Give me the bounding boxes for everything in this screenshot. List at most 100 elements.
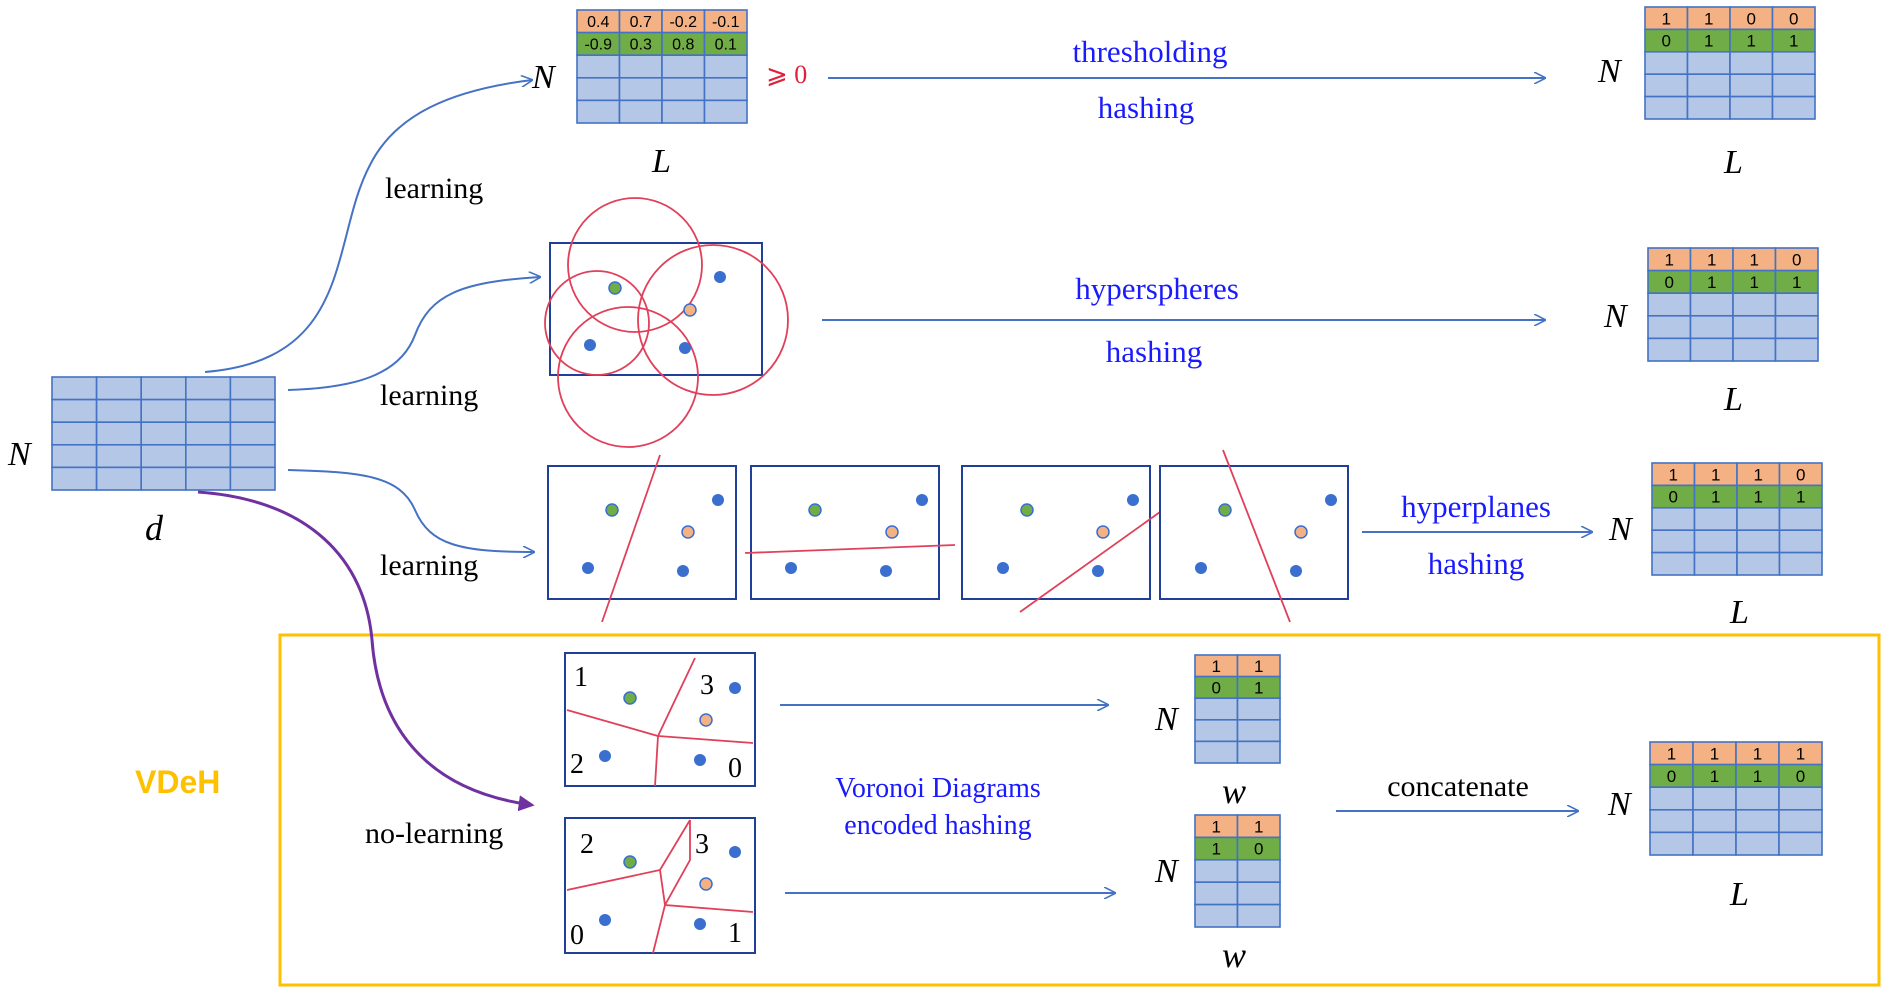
matrix-cell	[1651, 506, 1696, 531]
matrix-cell	[1236, 881, 1281, 906]
matrix-cell	[1689, 292, 1734, 317]
matrix-cell	[1778, 506, 1823, 531]
data-point-blue	[694, 918, 706, 930]
matrix-cell-value: 1	[1212, 817, 1221, 836]
matrix-cell	[1647, 292, 1692, 317]
data-point-orange	[1294, 525, 1308, 539]
region-label: 2	[570, 749, 584, 780]
matrix-cell-value: 1	[1710, 744, 1719, 763]
matrix-cell	[1644, 95, 1689, 120]
matrix-cell	[229, 443, 276, 469]
matrix-cell	[1732, 292, 1777, 317]
matrix-cell	[1771, 73, 1816, 98]
matrix-cell-value: 0	[1212, 679, 1221, 698]
matrix-cell	[1735, 786, 1780, 811]
learning-label-hyperspheres: learning	[380, 379, 478, 412]
matrix-cell-value: 0	[1796, 767, 1805, 786]
matrix-cell	[1236, 718, 1281, 743]
matrix-cell	[1729, 95, 1774, 120]
matrix-cell-value: 1	[1750, 250, 1759, 269]
matrix-cell-value: 1	[1254, 679, 1263, 698]
matrix-cell	[1774, 292, 1819, 317]
hyperplane-panel-1	[547, 454, 737, 623]
matrix-cell	[1774, 337, 1819, 362]
matrix-cell-value: 1	[1704, 9, 1713, 28]
matrix-cell	[1735, 831, 1780, 856]
thresholding-hashing-label: hashing	[1098, 90, 1194, 125]
real-matrix-n-label: N	[531, 59, 557, 96]
data-point-blue	[1092, 565, 1104, 577]
matrix-cell	[51, 443, 98, 469]
data-point-blue	[997, 562, 1009, 574]
matrix-cell	[1644, 50, 1689, 75]
hyperplane-panel-2	[744, 465, 956, 600]
matrix-cell	[51, 398, 98, 424]
learning-arrow-thresholding	[204, 80, 532, 373]
matrix-cell-value: 1	[1711, 465, 1720, 484]
data-point-blue	[582, 562, 594, 574]
matrix-cell	[140, 421, 187, 446]
matrix-cell-value: 0	[1254, 840, 1263, 859]
vdeh-box	[278, 633, 1881, 987]
matrix-cell	[703, 54, 748, 79]
matrix-cell	[1771, 50, 1816, 75]
matrix-cell	[95, 376, 142, 401]
input-d-label: d	[145, 508, 164, 548]
matrix-cell	[1732, 337, 1777, 362]
region-label: 1	[728, 918, 742, 949]
matrix-cell	[1649, 786, 1694, 811]
matrix-cell	[1778, 529, 1823, 554]
matrix-cell	[661, 77, 706, 102]
data-point-blue	[916, 494, 928, 506]
w-matrix-2-w-label: w	[1222, 935, 1246, 975]
data-point-green	[623, 691, 637, 705]
matrix-cell-value: 1	[1662, 9, 1671, 28]
matrix-cell-value: 1	[1796, 744, 1805, 763]
matrix-cell-value: 0	[1669, 488, 1678, 507]
matrix-cell-value: 0.7	[630, 14, 652, 31]
hyperplanes-method-label: hyperplanes	[1401, 489, 1551, 524]
matrix-cell	[229, 421, 276, 446]
data-point-blue	[729, 846, 741, 858]
matrix-cell-value: 0.8	[672, 37, 694, 54]
matrix-cell	[1194, 718, 1239, 743]
matrix-cell-value: 0.1	[715, 37, 737, 54]
hyperspheres-output-l-label: L	[1723, 381, 1743, 418]
matrix-cell	[95, 466, 142, 491]
matrix-cell	[51, 466, 98, 491]
matrix-cell	[1686, 50, 1731, 75]
matrix-cell	[95, 398, 142, 424]
region-label: 0	[728, 753, 742, 784]
data-point-green	[605, 503, 619, 517]
matrix-cell	[703, 77, 748, 102]
matrix-cell	[1651, 551, 1696, 576]
matrix-cell	[1692, 831, 1737, 856]
matrix-cell	[1649, 831, 1694, 856]
data-point-green	[623, 855, 637, 869]
data-point-blue	[679, 342, 691, 354]
matrix-cell	[185, 443, 232, 469]
data-point-blue	[599, 914, 611, 926]
matrix-cell	[185, 376, 232, 401]
matrix-cell-value: 1	[1707, 273, 1716, 292]
input-matrix	[51, 376, 276, 491]
data-point-blue	[1325, 494, 1337, 506]
matrix-cell	[1236, 740, 1281, 764]
matrix-cell	[1689, 337, 1734, 362]
hyperspheres-method-label: hyperspheres	[1075, 271, 1239, 306]
matrix-cell	[661, 54, 706, 79]
no-learning-label: no-learning	[365, 817, 503, 850]
matrix-cell	[1692, 808, 1737, 834]
matrix-cell-value: 1	[1707, 250, 1716, 269]
voronoi-diagram-1: 1 3 2 0	[564, 652, 756, 787]
region-label: 0	[570, 920, 584, 951]
data-point-blue	[714, 271, 726, 283]
matrix-cell-value: 0.3	[630, 37, 652, 54]
threshold-label: ⩾ 0	[766, 60, 807, 89]
matrix-cell	[1236, 697, 1281, 721]
matrix-cell-value: 1	[1747, 32, 1756, 51]
matrix-cell	[1774, 314, 1819, 340]
